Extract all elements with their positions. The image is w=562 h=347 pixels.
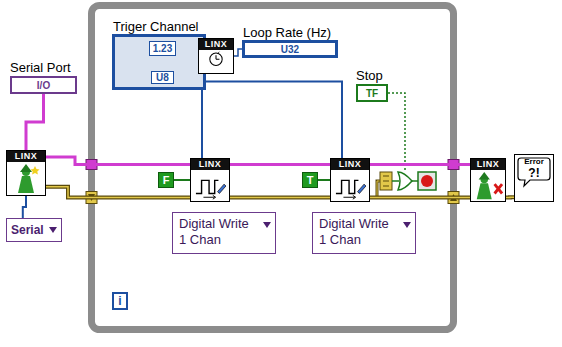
wire	[234, 49, 242, 56]
dropdown-arrow	[403, 222, 411, 228]
iteration-terminal: i	[112, 292, 128, 310]
wire	[230, 165, 330, 198]
control-terminal: StopTF	[356, 84, 388, 102]
wire	[318, 180, 330, 181]
array-control: Triger Channel1.23U8	[112, 34, 206, 90]
enum-value: Serial	[11, 223, 44, 237]
vi-banner: LINX	[331, 159, 369, 170]
digital-write-vi: LINX	[190, 158, 230, 202]
wire	[46, 157, 190, 198]
error-wire	[506, 195, 514, 199]
terminal-label: Loop Rate (Hz)	[243, 25, 331, 40]
selector-text: Digital Write 1 Chan	[179, 216, 259, 248]
numeric-element: 1.23	[149, 41, 176, 56]
wire	[174, 180, 190, 181]
or-gate	[398, 172, 418, 190]
vi-icon	[331, 171, 369, 201]
while-loop-frame	[92, 6, 454, 330]
vi-icon	[7, 163, 45, 195]
digital-write-vi: LINX	[330, 158, 370, 202]
wire	[206, 82, 342, 158]
loop-rate-vi: LINX	[198, 38, 234, 74]
dropdown-arrow	[49, 227, 57, 233]
stop-wire	[388, 93, 405, 172]
data-type-label: I/O	[34, 80, 53, 91]
wire	[202, 82, 206, 158]
data-wire	[230, 163, 330, 166]
stop-terminal	[421, 175, 433, 187]
dropdown-arrow	[263, 222, 271, 228]
data-type-label: U32	[278, 44, 302, 55]
vi-banner: LINX	[471, 159, 505, 170]
wire	[506, 197, 514, 198]
data-wire	[206, 82, 342, 158]
error-unbundle	[380, 172, 392, 190]
error-wire-core	[46, 187, 190, 198]
stop-terminal	[418, 172, 436, 190]
data-wire	[234, 49, 242, 56]
boolean-constant: F	[158, 172, 174, 188]
error-wire	[370, 196, 470, 200]
vi-icon	[199, 51, 233, 73]
data-wire	[318, 179, 330, 181]
data-wire	[46, 157, 190, 165]
wire	[23, 196, 26, 218]
selector-text: Digital Write 1 Chan	[319, 216, 399, 248]
vi-banner: LINX	[7, 151, 45, 162]
vi-icon	[191, 171, 229, 201]
or-gate	[412, 180, 418, 182]
terminal-label: Stop	[356, 68, 383, 83]
vi-banner: LINX	[191, 159, 229, 170]
control-label: Triger Channel	[113, 19, 199, 34]
data-wire	[23, 196, 26, 218]
error-unbundle	[377, 172, 399, 198]
or-gate	[398, 172, 412, 190]
error-wire-core	[506, 196, 514, 198]
enum-constant: Serial	[6, 218, 62, 242]
error-wire-core	[370, 197, 470, 199]
iteration-label: i	[118, 294, 121, 308]
polymorphic-selector: Digital Write 1 Chan	[172, 212, 276, 254]
error-unbundle	[383, 176, 389, 186]
error-text: Error	[524, 157, 544, 166]
vi-icon	[471, 171, 505, 201]
error-wire-core	[230, 197, 330, 199]
error-mark: ?!	[528, 166, 539, 180]
indicator-terminal: Loop Rate (Hz)U32	[242, 40, 338, 58]
boolean-value: F	[163, 174, 170, 186]
boolean-value: T	[307, 174, 314, 186]
terminal-label: Serial Port	[10, 60, 71, 75]
error-unbundle	[392, 180, 399, 182]
error-wire	[46, 187, 190, 198]
data-wire	[26, 94, 44, 150]
boolean-constant: T	[302, 172, 318, 188]
vi-banner: LINX	[199, 39, 233, 50]
linx-open-vi: LINX	[6, 150, 46, 196]
error-wire	[230, 196, 330, 200]
error-handler: Error?!	[514, 154, 554, 202]
control-terminal: Serial PortI/O	[10, 76, 77, 94]
data-type-label: U8	[151, 71, 174, 84]
data-wire	[202, 82, 206, 158]
wire	[370, 165, 470, 198]
polymorphic-selector: Digital Write 1 Chan	[312, 212, 416, 254]
data-type-label: TF	[363, 88, 381, 99]
data-wire	[174, 179, 190, 181]
wire	[26, 94, 44, 150]
stop-terminal	[418, 172, 436, 190]
data-wire	[370, 163, 470, 166]
linx-close-vi: LINX	[470, 158, 506, 202]
